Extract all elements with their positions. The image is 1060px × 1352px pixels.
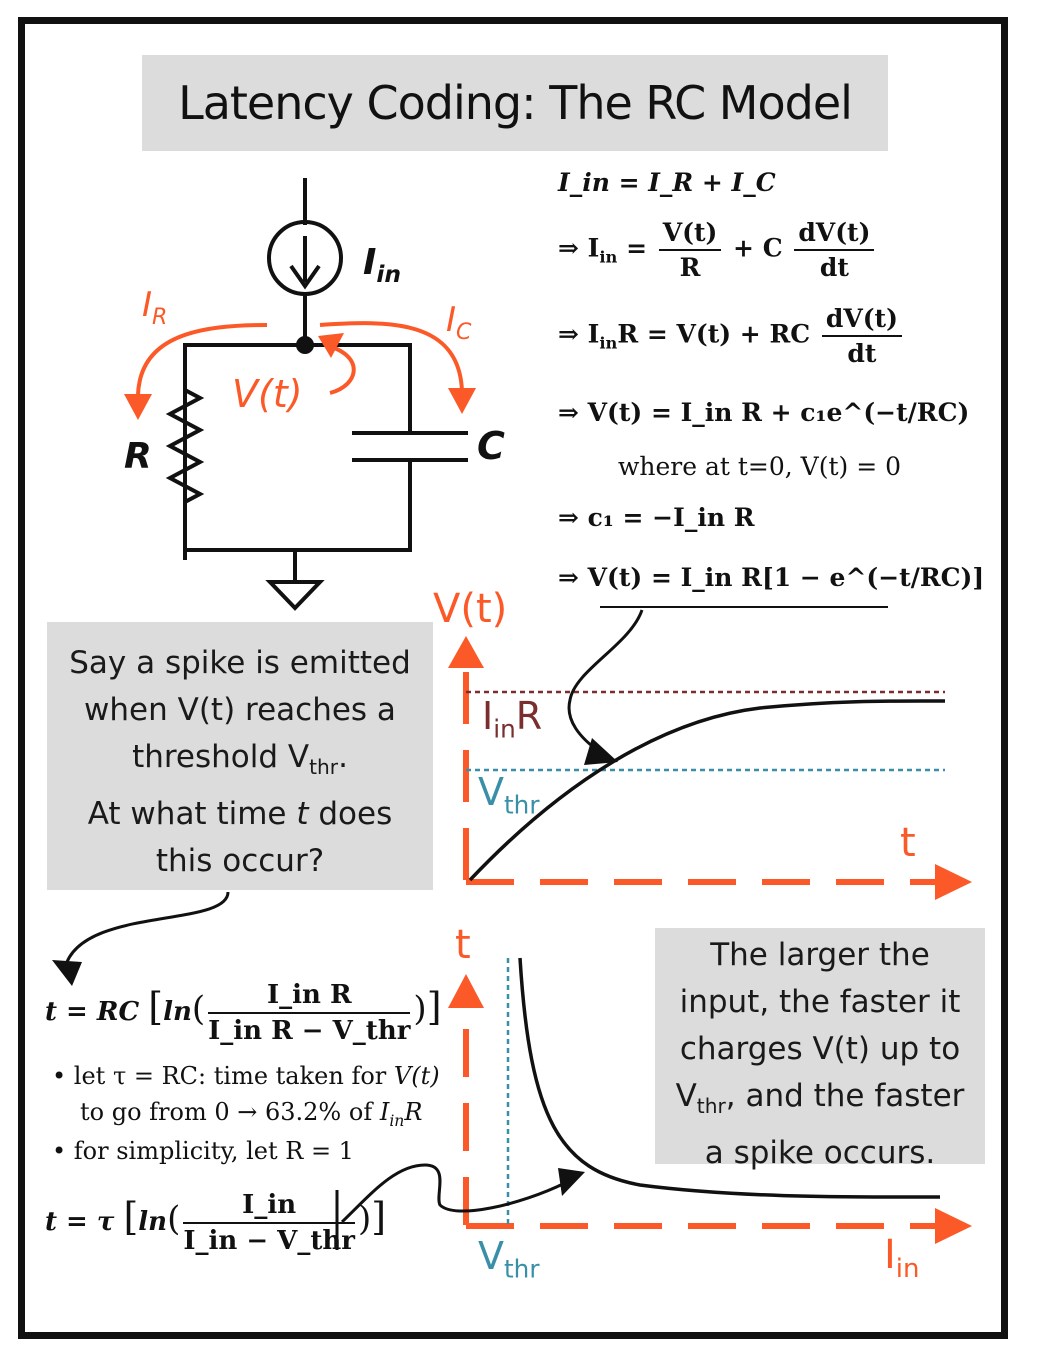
bottom-graph <box>448 957 972 1244</box>
connector-eq-to-graph <box>567 609 644 754</box>
vt-arrow-head <box>318 333 344 358</box>
ic-arrow <box>319 321 464 393</box>
note-line-1: The larger the <box>710 937 930 973</box>
top-graph <box>448 636 972 900</box>
bottom-x-label: Iin <box>884 1232 920 1284</box>
vt-arrow <box>324 343 356 395</box>
equation-1: I_in = I_R + I_C <box>558 168 776 197</box>
connector-arrows <box>63 609 644 1224</box>
r-label: R <box>124 436 152 477</box>
charging-curve <box>468 699 946 882</box>
ir-arrow-head <box>124 394 152 420</box>
equation-3: ⇒ IinR = V(t) + RC dV(t)dt <box>558 304 905 368</box>
bottom-x-arrow <box>935 1208 972 1244</box>
note-line-4: Vthr, and the faster <box>675 1078 965 1119</box>
connector3-head <box>558 1168 585 1196</box>
explanation-box: The larger the input, the faster it char… <box>655 928 985 1171</box>
bullet-1: • let τ = RC: time taken for V(t) <box>52 1062 440 1090</box>
question-line-1: Say a spike is emitted <box>69 645 411 681</box>
bullet-1-cont: to go from 0 → 63.2% of IinR <box>80 1098 423 1130</box>
page-title: Latency Coding: The RC Model <box>178 76 853 130</box>
top-y-label: V(t) <box>433 586 508 632</box>
question-line-3: threshold Vthr. <box>132 739 348 780</box>
top-x-label: t <box>900 820 916 866</box>
equation-4: ⇒ V(t) = I_in R + c₁e^(−t/RC) <box>558 398 970 427</box>
equation-5: ⇒ c₁ = −I_in R <box>558 503 755 532</box>
question-line-2: when V(t) reaches a <box>84 692 396 728</box>
current-arrows <box>136 321 464 396</box>
bottom-wire <box>185 460 412 552</box>
ir-arrow <box>136 323 268 396</box>
question-line-5: this occur? <box>155 843 325 880</box>
note-line-2: input, the faster it <box>679 984 961 1020</box>
circuit <box>165 178 468 611</box>
question-box: Say a spike is emitted when V(t) reaches… <box>47 622 433 890</box>
title-banner: Latency Coding: The RC Model <box>142 55 888 151</box>
ic-label: IC <box>446 300 472 345</box>
iin-label: Iin <box>363 242 402 289</box>
threshold-label: Vthr <box>478 770 540 820</box>
bottom-y-label: t <box>455 922 471 968</box>
equation-2: ⇒ Iin = V(t)R + C dV(t)dt <box>558 218 877 282</box>
ic-arrow-head <box>448 388 476 414</box>
top-x-arrow <box>935 864 972 900</box>
asymptote-label: IinR <box>482 694 543 744</box>
bottom-y-arrow <box>448 974 484 1008</box>
ground-symbol <box>265 580 325 611</box>
equation-4-note: where at t=0, V(t) = 0 <box>618 452 902 481</box>
current-source-arrow-head <box>289 264 321 290</box>
connector1-head <box>584 738 618 765</box>
question-line-4: At what time t does <box>87 796 393 833</box>
equation-6: ⇒ V(t) = I_in R[1 − e^(−t/RC)] <box>558 563 985 592</box>
resistor <box>165 378 205 550</box>
note-line-5: a spike occurs. <box>704 1135 936 1172</box>
connector2-head <box>52 960 82 986</box>
vt-label: V(t) <box>232 372 303 416</box>
ir-label: IR <box>142 285 168 330</box>
note-line-3: charges V(t) up to <box>679 1031 961 1067</box>
top-y-arrow <box>448 636 484 668</box>
connector-eq-to-graph2 <box>340 1163 566 1224</box>
latency-curve <box>518 957 941 1199</box>
connector-question-to-eq <box>63 891 230 969</box>
c-label: C <box>477 424 505 468</box>
node-dot <box>296 336 314 354</box>
bottom-threshold-label: Vthr <box>478 1234 540 1284</box>
bullet-2: • for simplicity, let R = 1 <box>52 1137 354 1165</box>
